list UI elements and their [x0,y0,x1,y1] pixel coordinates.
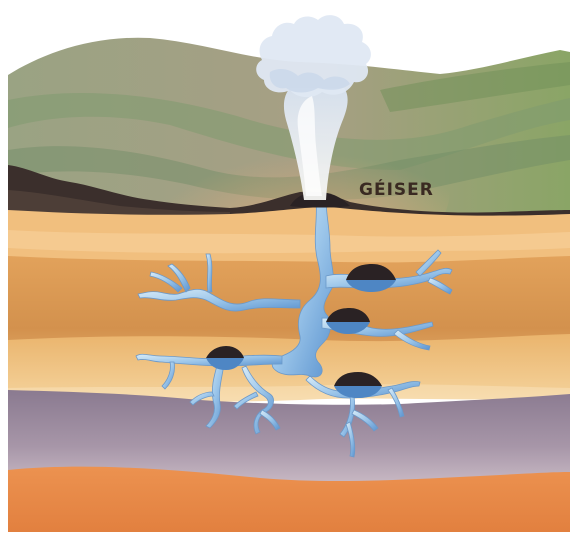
geyser-label: GÉISER [359,178,434,200]
